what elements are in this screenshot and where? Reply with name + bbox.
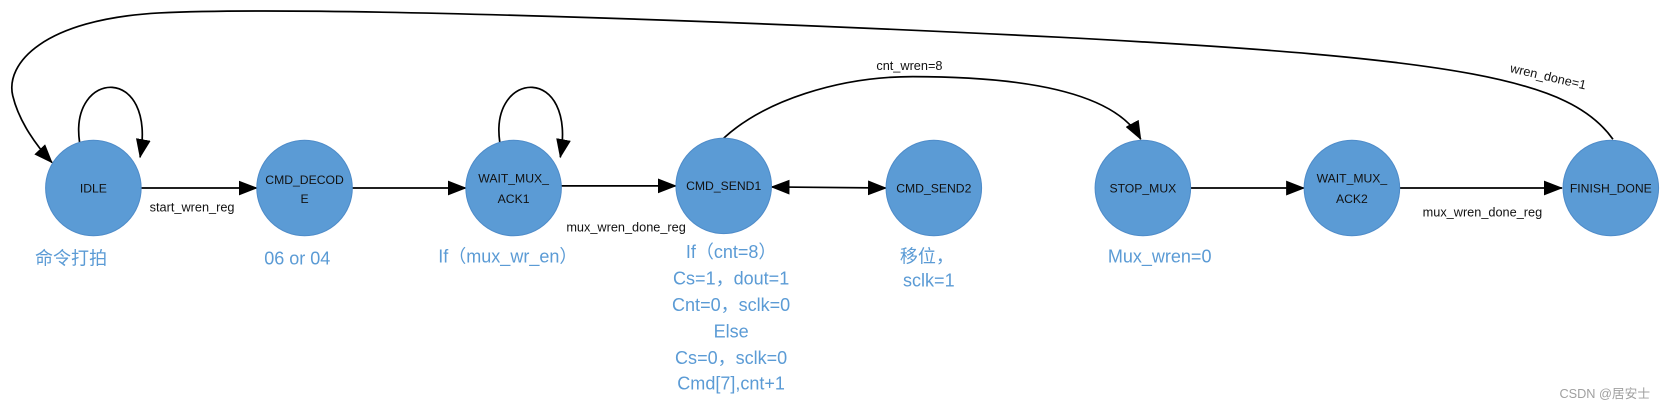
edge-idle-self-loop [77, 86, 151, 159]
node-stop-mux [1094, 139, 1192, 237]
edge-label-wait-mux-ack1-to-cmd-send1: mux_wren_done_reg [566, 220, 686, 235]
node-idle-label: IDLE [80, 181, 107, 195]
edge-finish-done-to-idle [11, 10, 1614, 164]
edges [11, 10, 1614, 196]
node-cmd-send2 [885, 139, 983, 237]
node-cmd-decode [256, 139, 353, 237]
annotation-idle: 命令打拍 [35, 248, 107, 268]
annotation-cmd-send1-line6: Cmd[7],cnt+1 [677, 374, 785, 394]
node-stop-mux-label: STOP_MUX [1109, 181, 1176, 195]
node-idle [45, 139, 142, 237]
edge-cmd-send1-cmd-send2-bidirectional [770, 179, 888, 196]
edge-label-finish-done-to-idle: wren_done=1 [1508, 60, 1588, 92]
edge-label-idle-to-cmd-decode: start_wren_reg [150, 199, 235, 214]
annotation-cmd-send1-line1: If（cnt=8） [686, 242, 777, 262]
node-cmd-decode-label-line1: CMD_DECOD [265, 173, 344, 187]
edge-label-wait-mux-ack2-to-finish-done: mux_wren_done_reg [1423, 205, 1543, 220]
edge-wait-mux-ack1-self-loop [498, 86, 571, 159]
annotation-cmd-send1-line2: Cs=1，dout=1 [673, 269, 789, 289]
node-wait-mux-ack1-label-line1: WAIT_MUX_ [478, 172, 549, 186]
node-finish-done-label: FINISH_DONE [1570, 181, 1652, 195]
annotation-cmd-send1-line3: Cnt=0，sclk=0 [672, 295, 790, 315]
node-cmd-send2-label: CMD_SEND2 [896, 181, 971, 195]
node-finish-done [1562, 139, 1660, 237]
annotation-cmd-send1-line5: Cs=0，sclk=0 [675, 348, 787, 368]
annotation-stop-mux: Mux_wren=0 [1108, 246, 1212, 267]
node-wait-mux-ack2 [1303, 139, 1401, 237]
node-cmd-send1 [675, 137, 772, 235]
watermark: CSDN @居安士 [1559, 386, 1650, 401]
node-cmd-send1-label: CMD_SEND1 [686, 179, 761, 193]
annotation-cmd-send2-line1: 移位， [900, 246, 954, 266]
edge-label-cmd-send1-to-stop-mux: cnt_wren=8 [876, 58, 942, 73]
annotation-cmd-send1-line4: Else [714, 322, 749, 342]
annotation-wait-mux-ack1: If（mux_wr_en） [438, 246, 577, 267]
annotation-cmd-decode: 06 or 04 [264, 248, 330, 268]
annotations: 命令打拍 06 or 04 If（mux_wr_en） If（cnt=8） Cs… [35, 242, 1211, 394]
node-cmd-decode-label-line2: E [300, 192, 308, 206]
annotation-cmd-send2-line2: sclk=1 [903, 271, 955, 291]
node-wait-mux-ack1 [465, 139, 562, 237]
edge-cmd-send1-to-stop-mux [723, 75, 1142, 141]
node-wait-mux-ack2-label-line2: ACK2 [1336, 192, 1368, 206]
node-labels: IDLE CMD_DECOD E WAIT_MUX_ ACK1 CMD_SEND… [80, 172, 1652, 206]
nodes [45, 137, 1660, 237]
node-wait-mux-ack2-label-line1: WAIT_MUX_ [1317, 172, 1388, 186]
node-wait-mux-ack1-label-line2: ACK1 [498, 192, 530, 206]
